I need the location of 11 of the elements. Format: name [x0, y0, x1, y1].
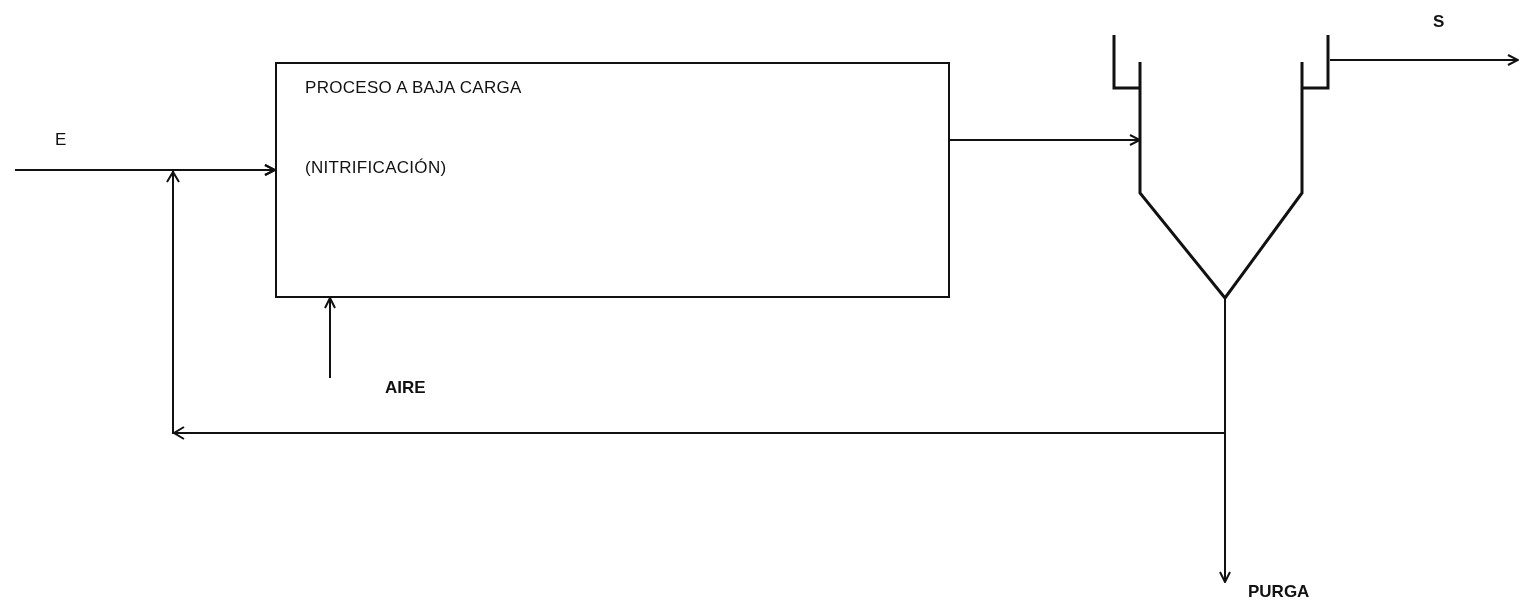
flow-arrow — [172, 164, 1226, 434]
process-box — [275, 62, 950, 298]
flow-arrow — [324, 297, 336, 379]
process-text: PROCESO A BAJA CARGA — [305, 78, 523, 98]
stream-label: E — [55, 130, 67, 150]
flow-arrow — [1329, 54, 1519, 66]
process-text: (NITRIFICACIÓN) — [305, 158, 448, 178]
input-label: PURGA — [1248, 582, 1310, 602]
flow-arrow — [949, 134, 1141, 146]
input-label: AIRE — [385, 378, 426, 398]
stream-label: S — [1433, 12, 1445, 32]
